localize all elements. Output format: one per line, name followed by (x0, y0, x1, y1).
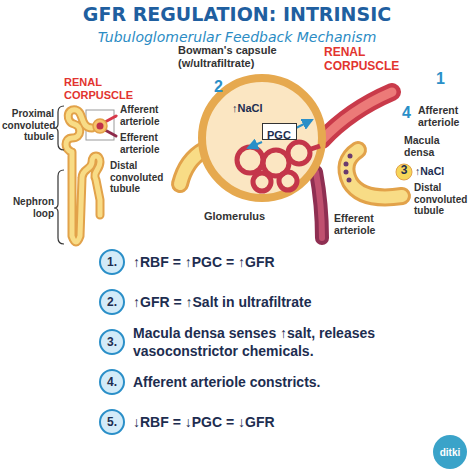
distal-tubule-outline (346, 150, 402, 197)
callout-number: 4 (402, 104, 411, 122)
afferent-vessel (105, 116, 116, 122)
step-circle: 5.↓RBF = ↓PGC = ↓GFR (99, 409, 125, 435)
callout-number: 2 (214, 78, 223, 96)
bracket (54, 106, 64, 150)
glomerular-tuft (237, 142, 320, 191)
pressure-arrow (296, 120, 312, 128)
step-text: ↓RBF = ↓PGC = ↓GFR (133, 413, 275, 431)
efferent-lumen (316, 172, 322, 238)
efferent-arteriole (316, 172, 322, 238)
step-number: 5. (107, 415, 117, 429)
part-label: Nephron loop (2, 196, 54, 219)
subtitle: Tubuloglomerular Feedback Mechanism (0, 29, 474, 45)
bowmans-capsule (202, 78, 322, 198)
title: GFR REGULATION: INTRINSIC (0, 4, 474, 26)
bracket (54, 170, 64, 244)
step-circle: 2.↑GFR = ↑Salt in ultrafiltrate (99, 289, 125, 315)
part-label: Bowman's capsule (w/ultrafiltrate) (178, 44, 290, 69)
glomerulus-dot (97, 123, 104, 130)
step-text: ↑GFR = ↑Salt in ultrafiltrate (133, 293, 312, 311)
step-circle: 3.Macula densa senses ↑salt, releases va… (99, 329, 125, 355)
region-label: RENAL CORPUSCLE (64, 76, 136, 101)
part-label: Glomerulus (204, 210, 265, 223)
pressure-label: PGC (267, 129, 291, 141)
step-number: 2. (107, 295, 117, 309)
callout-number: 1 (436, 70, 445, 88)
pressure-box: PGC (262, 123, 297, 140)
pressure-arrow (248, 142, 262, 148)
part-label: Afferent arteriole (418, 104, 472, 128)
step-circle: 4.Afferent arteriole constricts. (99, 369, 125, 395)
part-label: Efferent arteriole (120, 132, 180, 155)
part-label: Afferent arteriole (120, 104, 180, 127)
solute-label: ↑NaCl (232, 102, 263, 115)
part-label: Efferent arteriole (334, 212, 396, 236)
solute-label: ↑NaCl (415, 165, 444, 177)
step-number: 1. (107, 255, 117, 269)
logo-text: ditki (440, 447, 461, 458)
logo-circle: ditki (433, 435, 467, 469)
part-label: Distal convoluted tubule (414, 182, 472, 217)
part-label: Proximal convoluted tubule (2, 108, 54, 143)
afferent-lumen (322, 92, 392, 140)
step-text: Macula densa senses ↑salt, releases vaso… (133, 324, 433, 360)
part-label: Distal convoluted tubule (110, 160, 184, 195)
callout-circle (396, 164, 412, 180)
step-number: 4. (107, 375, 117, 389)
afferent-arteriole (322, 92, 392, 140)
efferent-vessel (105, 130, 116, 136)
step-circle: 1.↑RBF = ↑PGC = ↑GFR (99, 249, 125, 275)
distal-tubule (346, 150, 402, 197)
callout-number: 3 (396, 164, 412, 178)
corpuscle (93, 119, 107, 133)
step-number: 3. (107, 335, 117, 349)
macula-densa-cells (344, 154, 353, 183)
step-text: Afferent arteriole constricts. (133, 373, 321, 391)
part-label: Macula densa (404, 134, 466, 158)
step-text: ↑RBF = ↑PGC = ↑GFR (133, 253, 275, 271)
region-label: RENAL CORPUSCLE (324, 46, 406, 74)
